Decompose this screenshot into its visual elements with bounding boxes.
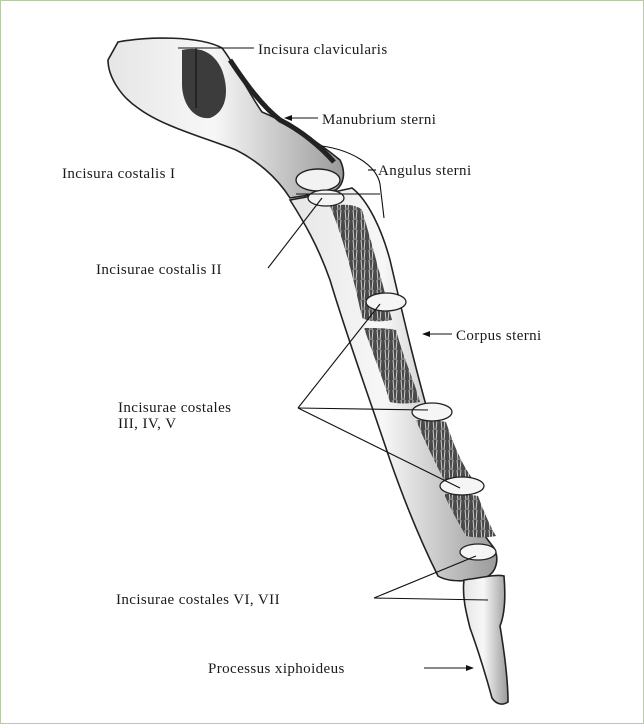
label-incisurae-costales-iii-v-line1: Incisurae costales: [118, 400, 231, 416]
leader-costales-vi: [373, 555, 477, 599]
costal-notch-iii: [365, 292, 407, 312]
leader-costales-iv: [297, 407, 429, 411]
angulus-bracket: [321, 145, 385, 219]
leader-costales-iii: [297, 303, 381, 409]
manubrium: [107, 37, 345, 199]
arrow-manubrium: [284, 115, 292, 121]
leader-costales-v: [297, 407, 461, 489]
label-angulus-sterni: Angulus sterni: [378, 163, 472, 179]
costal-notch-i: [295, 168, 341, 192]
label-incisura-clavicularis: Incisura clavicularis: [258, 42, 388, 58]
arrow-xiphoid: [466, 665, 474, 671]
label-incisura-costalis-i: Incisura costalis I: [62, 166, 175, 182]
arrow-corpus: [422, 331, 430, 337]
corpus-sterni: [288, 187, 502, 607]
label-corpus-sterni: Corpus sterni: [456, 328, 542, 344]
label-manubrium-sterni: Manubrium sterni: [322, 112, 436, 128]
leader-costales-vii: [373, 597, 489, 601]
label-incisurae-costales-vi-vii: Incisurae costales VI, VII: [116, 592, 280, 608]
costal-notch-iv: [411, 402, 453, 422]
xiphoid-process: [462, 574, 509, 705]
label-incisurae-costales-iii-v-line2: III, IV, V: [118, 416, 176, 432]
label-processus-xiphoideus: Processus xiphoideus: [208, 661, 345, 677]
clavicular-notch-shadow: [182, 48, 226, 119]
costal-notch-ii: [307, 189, 345, 207]
leader-incisurae-costalis-ii: [267, 197, 323, 269]
label-incisurae-costalis-ii: Incisurae costalis II: [96, 262, 222, 278]
costal-notch-vi: [459, 543, 497, 561]
costal-notch-v: [439, 476, 485, 496]
